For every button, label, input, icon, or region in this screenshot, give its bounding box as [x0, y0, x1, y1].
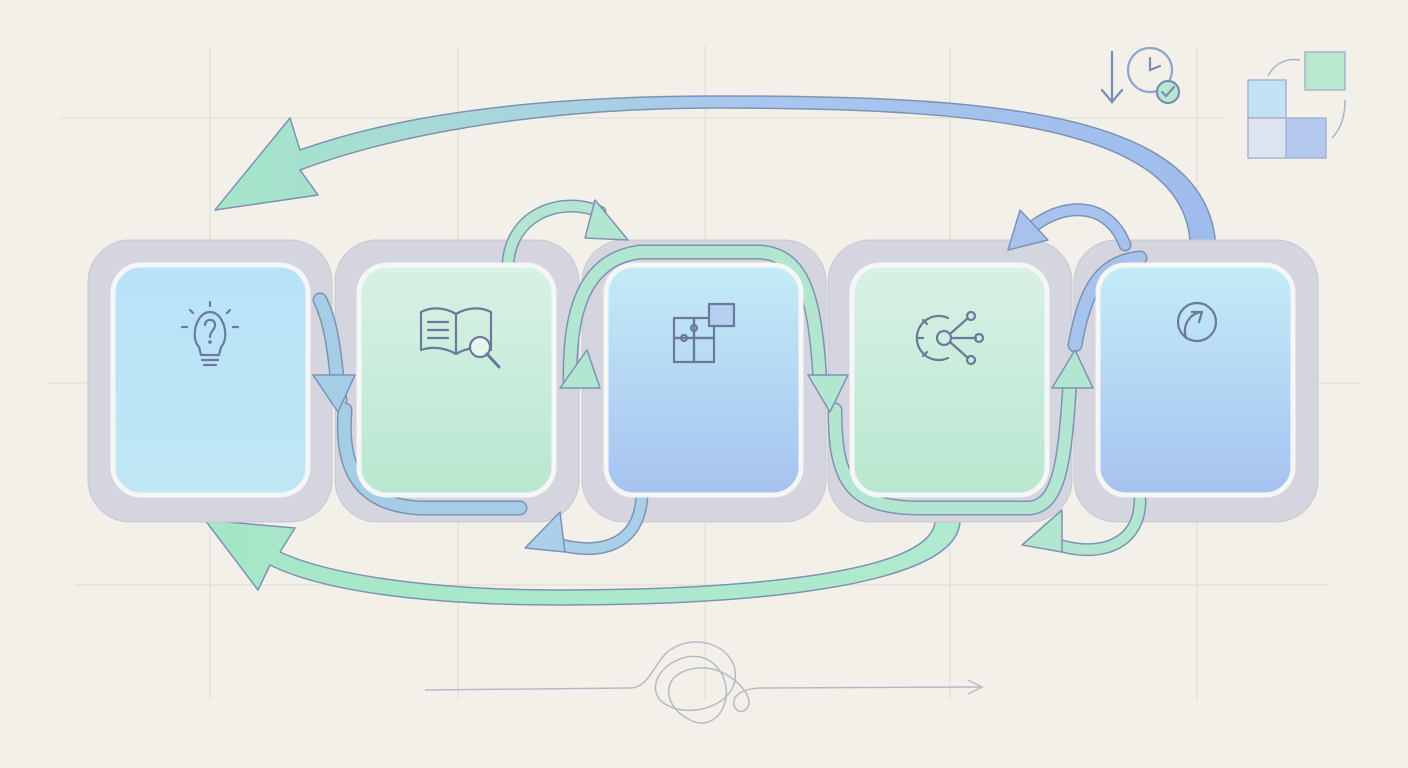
circular-arrow-icon: [1176, 301, 1218, 343]
stage-card-1: [110, 262, 311, 498]
stage-card-5: [1095, 262, 1296, 498]
puzzle-cycle-icon: [1247, 51, 1346, 159]
stage-card-4: [849, 262, 1050, 498]
stage-card-3: [603, 262, 804, 498]
connector-arrowheads: [312, 199, 1094, 553]
clock-download-check-icon: [1100, 46, 1181, 105]
stage-card-2: [356, 262, 557, 498]
book-magnifier-icon: [419, 307, 501, 369]
bottom-return-arrow: [204, 519, 961, 606]
lightbulb-question-icon: [180, 300, 240, 367]
top-return-arrow: [214, 95, 1217, 259]
stage-cards: [110, 262, 1296, 498]
puzzle-icon: [672, 302, 736, 364]
gear-network-icon: [915, 310, 985, 366]
tangled-line-arrow-icon: [424, 641, 984, 724]
